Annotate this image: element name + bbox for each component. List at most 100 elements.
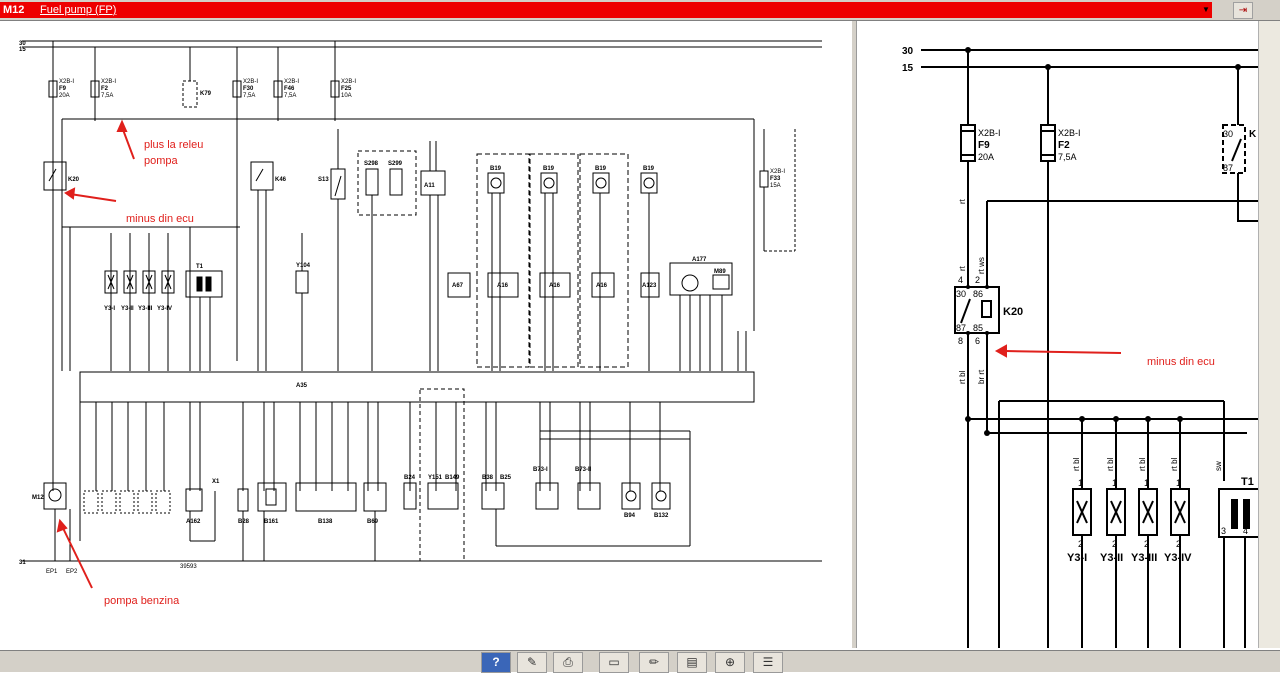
component-box [954,286,1000,334]
wire-label: rt bl [1138,457,1147,471]
exit-icon[interactable]: ⇥ [1233,2,1253,19]
component-box [101,490,117,514]
fuse-rating: 7,5A [284,93,296,99]
edit-icon[interactable]: ✎ [517,652,547,673]
book-icon[interactable]: ▤ [677,652,707,673]
wire-label: rt bl [1170,457,1179,471]
fuse-id: F25 [341,86,352,92]
arrow-head-minus-ecu-right [994,344,1007,358]
component-box [651,482,671,510]
print-icon[interactable]: ⎙ [553,652,583,673]
switch-label: S13 [318,177,329,183]
wire-line [255,168,264,182]
fuse-id: F9 [978,140,990,151]
coil-label: T1 [196,264,204,270]
wire-label: rt ws [977,257,986,274]
annotation-minus-ecu-right: minus din ecu [1147,356,1215,368]
injector-pin: 2 [1078,539,1083,549]
switch-label: S298 [364,161,379,167]
bottom-label: B38 [482,475,494,481]
component-box [48,80,58,98]
wire-label: rt bl [958,370,967,384]
fuse-id: F2 [1058,140,1070,151]
fuse-id: F2 [101,86,109,92]
left-rail-15: 15 [19,47,26,53]
component-box [621,482,641,510]
bottom-label: Y151 [428,475,443,481]
wire-label: rt [958,198,967,204]
vertical-scrollbar[interactable] [1258,21,1280,648]
component-box [365,168,379,196]
injector-pin: 1 [1078,478,1083,488]
junction-dot [985,331,989,335]
right-diagram-panel[interactable]: 30 15 X2B-I F9 20A X2B-I F2 7,5A 30 87 K… [856,21,1280,648]
k20-pin: 87 [956,323,966,333]
fuse-rating: 7,5A [101,93,113,99]
component-box [592,172,610,194]
component-box [403,482,417,510]
component-box [250,161,274,191]
bottom-label: B94 [624,513,636,519]
junction-dot [985,285,989,289]
wire-line [1110,500,1122,524]
diagram-group [921,49,1260,648]
component-box [232,80,242,98]
component-box [640,272,660,298]
component-box [579,153,629,368]
component-box [960,124,976,162]
chevron-down-icon[interactable]: ▼ [1202,5,1210,14]
list-icon[interactable]: ☰ [753,652,783,673]
component-box [487,272,519,298]
module-label: M89 [714,269,726,275]
pencil-icon[interactable]: ✏ [639,652,669,673]
component-box [273,80,283,98]
component-box [389,168,403,196]
sensor-label: B19 [595,166,607,172]
wire-label: sw [1214,461,1223,471]
diagram-group: 30 15 X2B-I F9 20A X2B-I F2 7,5A 30 87 K… [902,46,1257,564]
component-box [1040,124,1056,162]
wire-line [1174,500,1186,524]
junction-dot [965,47,971,53]
junction-dot [1079,416,1085,422]
fuse-conn: X2B-I [978,128,1001,138]
zoom-icon[interactable]: ⊕ [715,652,745,673]
left-diagram-panel[interactable]: 30 15 31 X2B-I F9 20A X2B-I F2 7,5A X2B-… [0,21,853,648]
help-icon[interactable]: ? [481,652,511,673]
component-box [90,80,100,98]
component-box [257,482,287,512]
component-box [205,276,212,292]
bottom-label: B69 [367,519,379,525]
pump-label: M12 [32,495,44,501]
fuse-conn: X2B-I [770,169,785,175]
wire-line [960,298,971,324]
left-rail-31: 31 [19,560,26,566]
diagram-group: plus la releu pompa minus din ecu pompa … [104,139,203,607]
junction-dot [48,488,62,502]
component-box [265,488,277,506]
diagram-title[interactable]: Fuel pump (FP) [40,4,117,16]
junction-dot [1177,416,1183,422]
component-box [476,153,530,368]
coil-pin: 4 [1243,526,1248,536]
junction-dot [966,285,970,289]
panel-splitter[interactable] [852,21,856,648]
bottom-label: B161 [264,519,279,525]
component-box [137,490,153,514]
injector-pin: 1 [1112,478,1117,488]
coil-label: T1 [1241,476,1254,488]
diagram-title-banner: M12 Fuel pump (FP) [0,2,1212,18]
fuse-rating: 10A [341,93,352,99]
right-rail-30: 30 [902,46,914,57]
junction-dot [1045,64,1051,70]
arrow-head-minus-ecu-left [64,187,76,200]
wire-label: rt [958,265,967,271]
annotation-plus-releu-2: pompa [144,155,179,167]
connector-icon[interactable]: ▭ [599,652,629,673]
ecu-label: A35 [296,383,308,389]
bottom-label: B138 [318,519,333,525]
component-box [535,482,559,510]
arrow-head-plus-releu [116,119,128,132]
injector-pin: 2 [1176,539,1181,549]
sensor-label: B19 [543,166,555,172]
